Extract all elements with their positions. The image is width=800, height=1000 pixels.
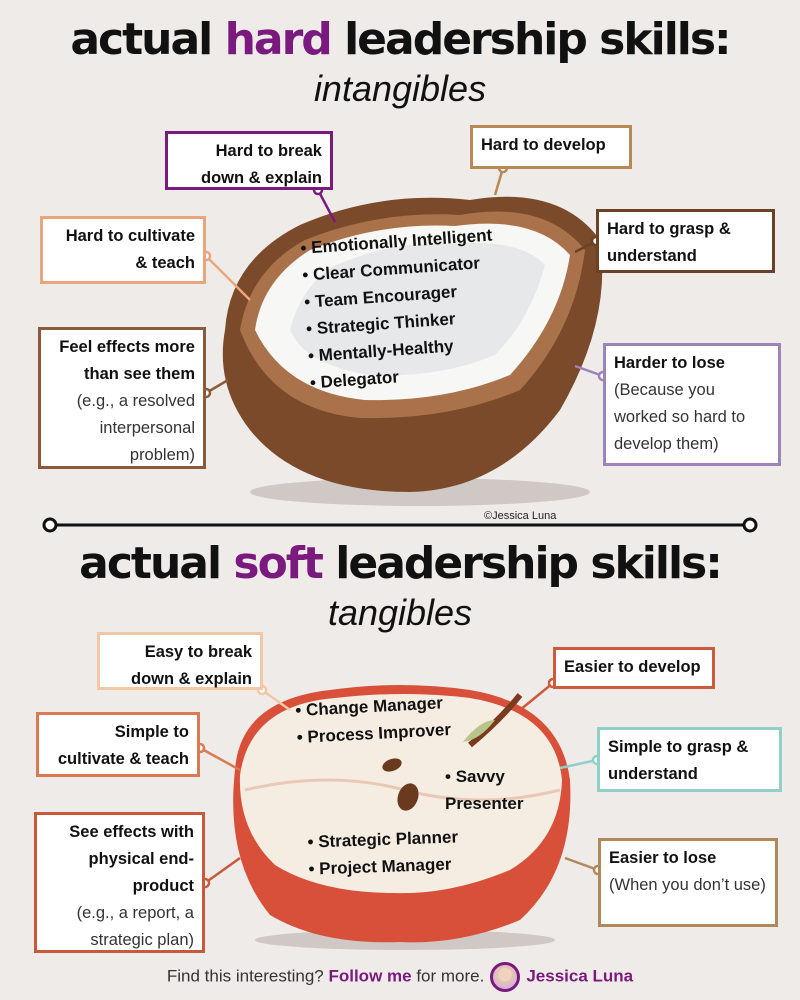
hard-subtitle: intangibles <box>313 68 487 109</box>
callout-hard-lose: Harder to lose(Because you worked so har… <box>603 343 781 466</box>
callout-soft-see: See effects with physical end-product(e.… <box>34 812 205 953</box>
callout-soft-cultivate: Simple to cultivate & teach <box>36 712 200 777</box>
copyright: ©Jessica Luna <box>484 510 557 522</box>
callout-soft-grasp: Simple to grasp & understand <box>597 727 782 792</box>
soft-skills-list-a: Change Manager Process Improver <box>295 689 452 751</box>
author-name[interactable]: Jessica Luna <box>526 966 634 986</box>
soft-subtitle: tangibles <box>327 592 473 633</box>
callout-hard-feel: Feel effects more than see them(e.g., a … <box>38 327 206 469</box>
callout-soft-break: Easy to break down & explain <box>97 632 263 690</box>
follow-me-link[interactable]: Follow me <box>328 966 412 986</box>
footer: Find this interesting? Follow me for mor… <box>0 962 800 992</box>
soft-skills-list-c: Strategic Planner Project Manager <box>307 823 459 882</box>
callout-hard-cultivate: Hard to cultivate & teach <box>40 216 206 284</box>
callout-soft-lose: Easier to lose(When you don’t use) <box>598 838 778 927</box>
footer-text-end: for more. <box>411 966 485 986</box>
soft-skill: Savvy Presenter <box>445 763 555 817</box>
footer-text: Find this interesting? <box>166 966 329 986</box>
soft-skills-list-b: Savvy Presenter <box>445 763 555 817</box>
soft-title: actual soft leadership skills: <box>79 538 723 589</box>
author-avatar[interactable] <box>490 962 521 992</box>
callout-hard-develop: Hard to develop <box>470 125 632 169</box>
callout-hard-grasp: Hard to grasp & understand <box>596 209 775 273</box>
callout-soft-develop: Easier to develop <box>553 647 715 689</box>
soft-skill: Project Manager <box>308 850 459 882</box>
hard-title: actual hard leadership skills: <box>70 14 731 65</box>
section-divider <box>42 517 758 533</box>
callout-hard-break: Hard to break down & explain <box>165 131 333 190</box>
hard-skills-list: Emotionally Intelligent Clear Communicat… <box>300 221 503 396</box>
